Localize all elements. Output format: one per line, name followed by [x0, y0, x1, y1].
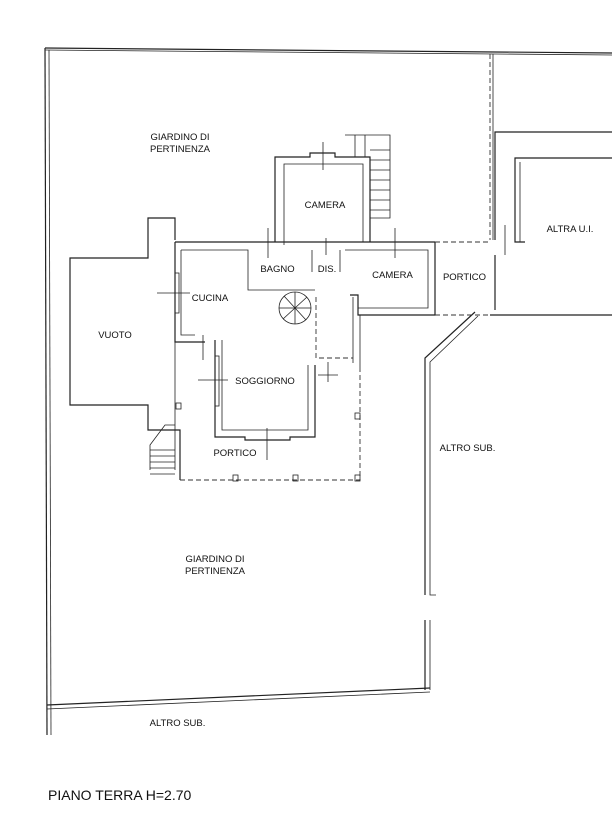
label-altra-ui: ALTRA U.I. [546, 224, 594, 235]
label-portico-bottom: PORTICO [213, 448, 257, 459]
label-vuoto: VUOTO [98, 330, 132, 341]
label-garden-bottom: GIARDINO DI PERTINENZA [184, 554, 245, 577]
altro-sub-boundary [424, 311, 479, 690]
plan-title: PIANO TERRA H=2.70 [48, 787, 192, 803]
label-altro-sub-bottom: ALTRO SUB. [149, 718, 206, 729]
label-camera-top: CAMERA [304, 200, 346, 211]
house-walls [149, 134, 506, 482]
property-boundary [44, 47, 612, 736]
label-portico-right: PORTICO [442, 272, 487, 283]
label-garden-top: GIARDINO DI PERTINENZA [149, 132, 210, 155]
label-cucina: CUCINA [191, 293, 229, 304]
altra-ui-block [490, 131, 612, 316]
label-camera-right: CAMERA [372, 270, 413, 281]
label-dis: DIS. [317, 264, 337, 275]
label-soggiorno: SOGGIORNO [235, 376, 295, 387]
vuoto-area [69, 217, 181, 480]
label-bagno: BAGNO [260, 264, 295, 275]
label-altro-sub-right: ALTRO SUB. [439, 443, 496, 454]
